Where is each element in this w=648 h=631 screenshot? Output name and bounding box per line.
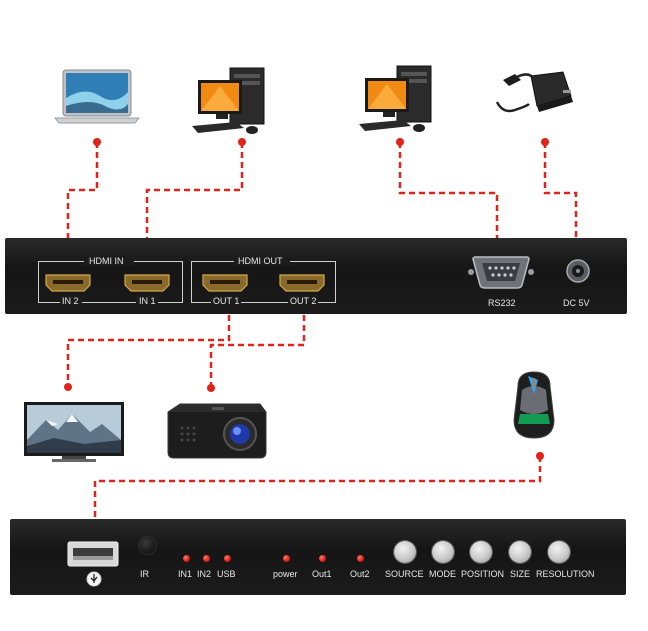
desktop-pc-icon <box>357 64 447 134</box>
button-label-position: POSITION <box>461 569 505 579</box>
led-out2 <box>357 555 364 562</box>
in2-label-bg <box>60 295 82 305</box>
desktop-pc-icon <box>190 66 280 136</box>
led-power <box>283 555 290 562</box>
out2-label-bg <box>288 295 318 305</box>
button-label-mode: MODE <box>429 569 456 579</box>
wire-out1-to-tv <box>66 305 231 387</box>
hdmi-in1-port[interactable] <box>124 274 170 292</box>
dc-label: DC 5V <box>563 298 590 308</box>
wire-out2-to-projector <box>209 305 306 388</box>
position-button[interactable] <box>470 541 492 563</box>
hdmi-out1-port[interactable] <box>202 274 248 292</box>
hdmi-out-title-bg <box>234 256 290 266</box>
ir-label: IR <box>140 569 149 579</box>
wire-laptop-to-in2 <box>66 142 99 258</box>
hdmi-in-title: HDMI IN <box>89 256 124 266</box>
wire-adapter-to-dc <box>543 142 578 258</box>
out1-label: OUT 1 <box>213 296 240 306</box>
tv-monitor-icon <box>24 402 124 464</box>
gaming-mouse-icon <box>508 370 560 440</box>
button-label-source: SOURCE <box>385 569 424 579</box>
laptop-icon <box>53 68 141 124</box>
out2-label: OUT 2 <box>290 296 317 306</box>
resolution-button[interactable] <box>548 541 570 563</box>
mode-button[interactable] <box>432 541 454 563</box>
led-label-out1: Out1 <box>312 569 332 579</box>
led-label-in1: IN1 <box>178 569 193 579</box>
hdmi-out-title: HDMI OUT <box>238 256 283 266</box>
hdmi-in2-port[interactable] <box>45 274 91 292</box>
source-button[interactable] <box>394 541 416 563</box>
wire-pc-to-rs232 <box>398 142 499 257</box>
button-label-size: SIZE <box>510 569 531 579</box>
led-out1 <box>319 555 326 562</box>
dc-power-jack[interactable] <box>566 259 590 283</box>
projector-icon <box>164 402 268 460</box>
ir-sensor <box>139 537 156 554</box>
usb-symbol-icon <box>86 571 102 587</box>
led-label-power: power <box>273 569 298 579</box>
led-label-usb: USB <box>217 569 236 579</box>
led-in1 <box>183 555 190 562</box>
rs232-label: RS232 <box>488 298 516 308</box>
wire-mouse-to-usb <box>93 456 542 535</box>
size-button[interactable] <box>509 541 531 563</box>
in1-label-bg <box>136 295 158 305</box>
button-label-resolution: RESOLUTION <box>536 569 595 579</box>
usb-port[interactable] <box>67 541 119 567</box>
wire-pc-to-in1 <box>145 142 244 258</box>
led-usb <box>224 555 231 562</box>
hdmi-out2-port[interactable] <box>279 274 325 292</box>
led-in2 <box>203 555 210 562</box>
power-adapter-icon <box>493 66 577 118</box>
led-label-out2: Out2 <box>350 569 370 579</box>
in2-label: IN 2 <box>62 296 79 306</box>
hdmi-in-title-bg <box>84 256 134 266</box>
led-label-in2: IN2 <box>197 569 212 579</box>
rs232-port[interactable] <box>468 255 534 291</box>
out1-label-bg <box>211 295 241 305</box>
in1-label: IN 1 <box>139 296 156 306</box>
